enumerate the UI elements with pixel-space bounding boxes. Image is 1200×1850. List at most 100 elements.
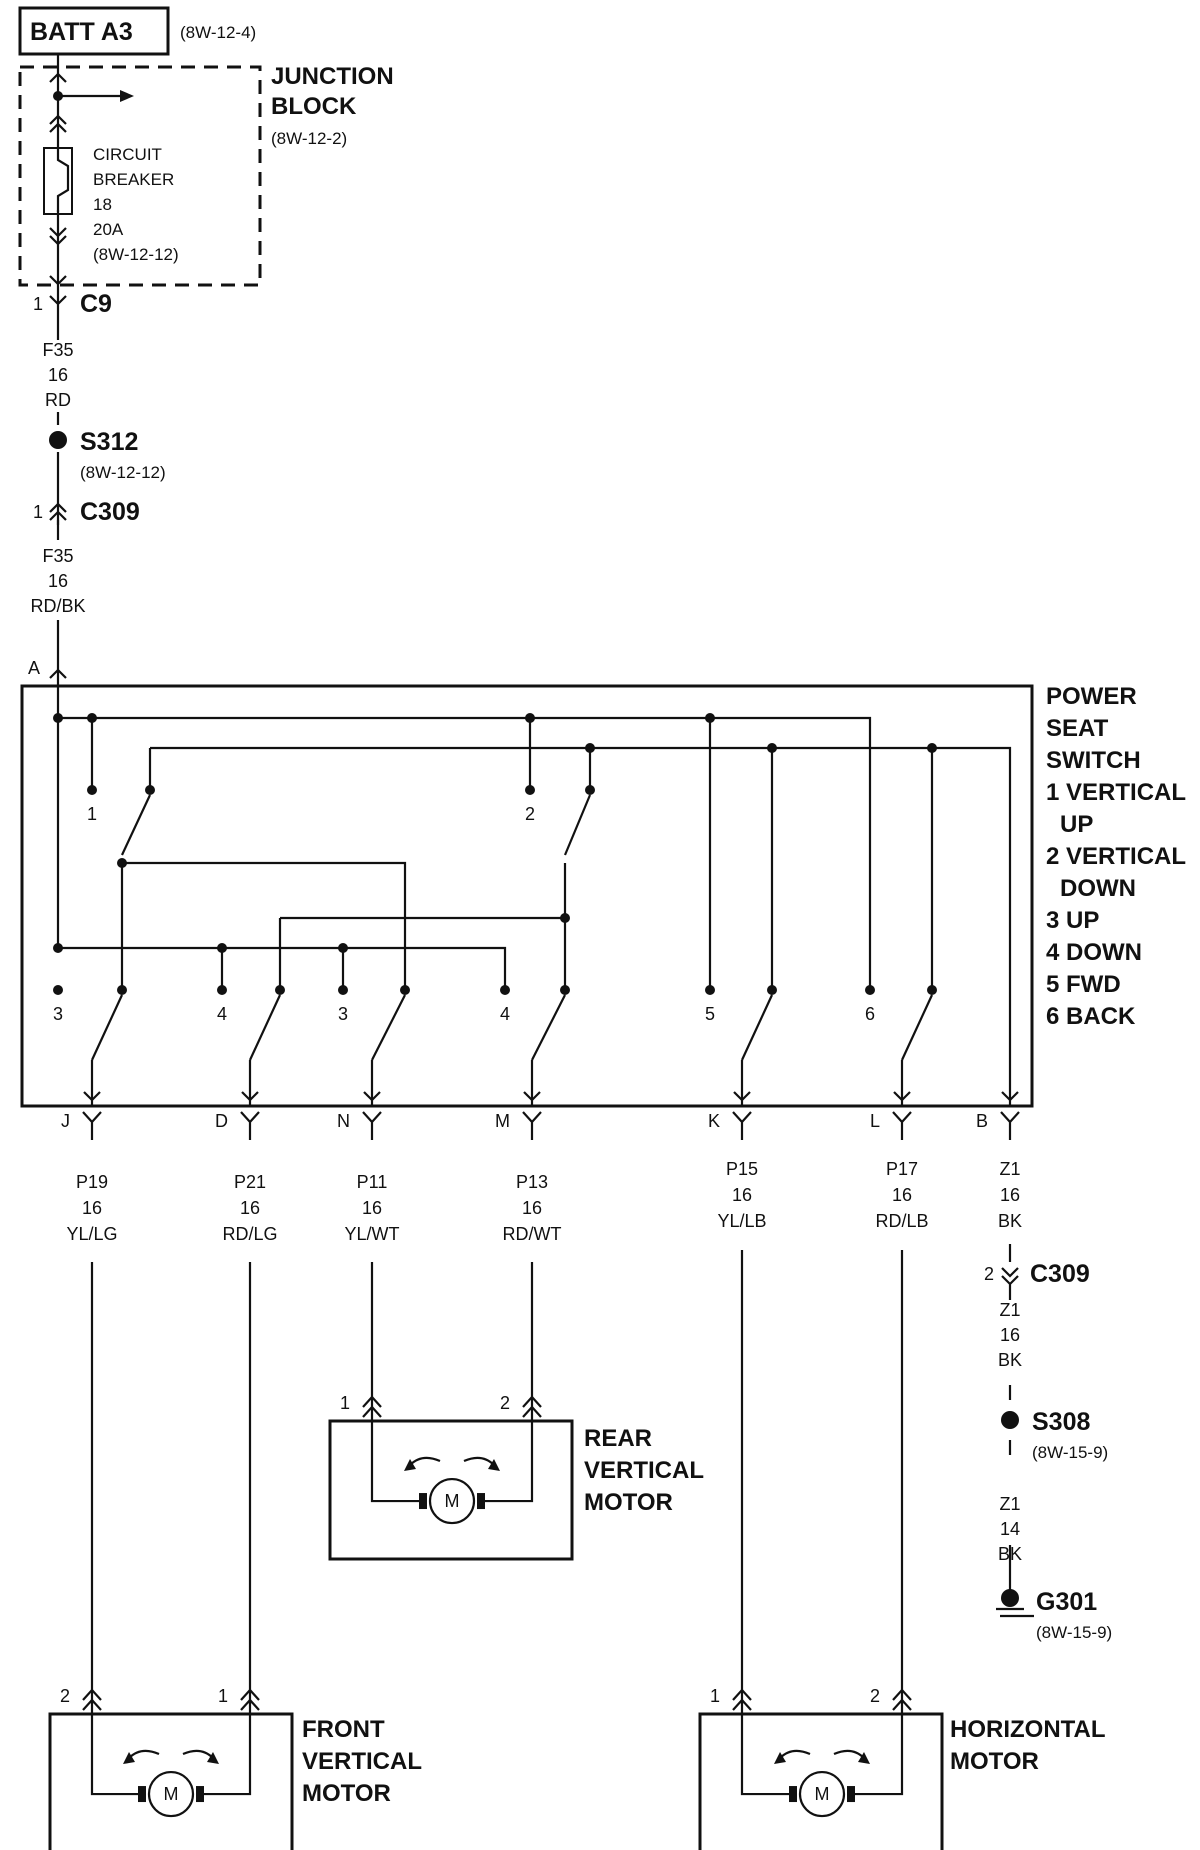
- motor-wiring: [370, 1407, 534, 1503]
- rotation-arrowhead: [207, 1752, 219, 1765]
- output-wire-color: RD/LB: [875, 1211, 928, 1231]
- c309-ground-label: C309: [1030, 1260, 1090, 1288]
- output-wire-gauge: 16: [1000, 1185, 1020, 1205]
- rotation-arrow-left: [779, 1749, 811, 1759]
- output-wire-circuit: P19: [76, 1172, 108, 1192]
- output-connector-symbol: [732, 1111, 752, 1140]
- c309-top-connector-symbol: [49, 502, 67, 521]
- motor-pin-left: 2: [60, 1686, 70, 1706]
- motor-name: MOTOR: [584, 1489, 673, 1516]
- feed-upper-gauge: 16: [48, 365, 68, 385]
- switch-title-line: UP: [1060, 811, 1093, 838]
- motor-housing: [48, 1712, 294, 1850]
- switch-title-line: SWITCH: [1046, 747, 1141, 774]
- output-wire-circuit: P15: [726, 1159, 758, 1179]
- s308-ref: (8W-15-9): [1032, 1443, 1108, 1462]
- jb-chevrons-bottom: [49, 227, 67, 286]
- circuit-breaker-ref: (8W-12-12): [93, 245, 179, 264]
- output-pin-label: B: [976, 1111, 988, 1131]
- switch-contact-label: 3: [53, 1004, 63, 1024]
- output-wire-gauge: 16: [82, 1198, 102, 1218]
- batt-a3-box: [18, 6, 170, 56]
- c9-label: C9: [80, 290, 112, 318]
- motor-icon: [428, 1477, 476, 1525]
- c309-top-label: C309: [80, 498, 140, 526]
- rotation-arrow-left: [128, 1749, 160, 1759]
- motor-housing: [328, 1419, 574, 1561]
- switch-contact-label: 4: [500, 1004, 510, 1024]
- s308-splice: [1001, 1411, 1019, 1429]
- motor-brush: [789, 1786, 797, 1803]
- motor-brush: [477, 1493, 485, 1510]
- jb-chevrons-top: [49, 72, 67, 133]
- output-wire-gauge: 16: [522, 1198, 542, 1218]
- output-wire-color: YL/WT: [344, 1224, 399, 1244]
- junction-block-outline: [18, 65, 262, 287]
- motor-brush: [138, 1786, 146, 1803]
- output-wire-color: RD/WT: [503, 1224, 562, 1244]
- g301-label: G301: [1036, 1588, 1097, 1616]
- switch-title-line: 1 VERTICAL: [1046, 779, 1186, 806]
- rotation-arrowhead: [774, 1752, 786, 1765]
- circuit-breaker-element: [56, 140, 70, 212]
- switch-title-line: 4 DOWN: [1046, 939, 1142, 966]
- motor-housing: [698, 1712, 944, 1850]
- motor-name: REAR: [584, 1425, 652, 1452]
- feed-lower-circuit: F35: [42, 546, 73, 566]
- switch-internal-wiring: [56, 686, 1019, 1106]
- motor-pin-left: 1: [710, 1686, 720, 1706]
- c9-pin: 1: [33, 294, 43, 314]
- switch-contact-label: 2: [525, 804, 535, 824]
- output-pin-label: K: [708, 1111, 720, 1131]
- ground-wire-circuit: Z1: [999, 1300, 1020, 1320]
- feed-lower-color: RD/BK: [30, 596, 85, 616]
- output-wire-gauge: 16: [892, 1185, 912, 1205]
- junction-block-ref: (8W-12-2): [271, 129, 347, 148]
- s312-splice: [49, 431, 67, 449]
- feed-node: [53, 91, 63, 101]
- feed-upper-color: RD: [45, 390, 71, 410]
- switch-title-line: DOWN: [1060, 875, 1136, 902]
- output-pin-label: N: [337, 1111, 350, 1131]
- switch-title-line: SEAT: [1046, 715, 1109, 742]
- switch-input-connector: [49, 668, 67, 679]
- motor-brush: [419, 1493, 427, 1510]
- switch-contact-label: 5: [705, 1004, 715, 1024]
- circuit-breaker-line2: BREAKER: [93, 170, 174, 189]
- output-connector-symbol: [362, 1111, 382, 1140]
- output-wire-gauge: 16: [240, 1198, 260, 1218]
- motor-name: FRONT: [302, 1716, 385, 1743]
- switch-title-line: 5 FWD: [1046, 971, 1121, 998]
- output-wire-circuit: P11: [357, 1172, 388, 1192]
- motor-symbol: M: [815, 1784, 830, 1804]
- junction-block-name-2: BLOCK: [271, 93, 357, 120]
- batt-a3-label: BATT A3: [30, 18, 133, 46]
- feed-lower-gauge: 16: [48, 571, 68, 591]
- c9-connector-symbol: [49, 290, 67, 340]
- output-wire-circuit: P13: [516, 1172, 548, 1192]
- motor-brush: [196, 1786, 204, 1803]
- switch-title-line: POWER: [1046, 683, 1137, 710]
- ground-wire-gauge: 16: [1000, 1325, 1020, 1345]
- output-pin-label: D: [215, 1111, 228, 1131]
- power-seat-switch-box: [20, 684, 1034, 1108]
- c309-ground-pin: 2: [984, 1264, 994, 1284]
- output-connector-symbol: [522, 1111, 542, 1140]
- switch-contact-label: 1: [87, 804, 97, 824]
- motor-name: VERTICAL: [302, 1748, 422, 1775]
- ground-wire-circuit: Z1: [999, 1494, 1020, 1514]
- output-wire-circuit: P17: [886, 1159, 918, 1179]
- output-connector-symbol: [1000, 1111, 1020, 1140]
- rotation-arrowhead: [858, 1752, 870, 1765]
- rotation-arrow-right: [182, 1749, 214, 1759]
- c309-ground-connector-symbol: [1001, 1267, 1019, 1300]
- junction-block-name-1: JUNCTION: [271, 63, 394, 90]
- output-wire-color: BK: [998, 1211, 1022, 1231]
- switch-title-line: 6 BACK: [1046, 1003, 1136, 1030]
- output-wire-color: RD/LG: [222, 1224, 277, 1244]
- switch-contact-label: 3: [338, 1004, 348, 1024]
